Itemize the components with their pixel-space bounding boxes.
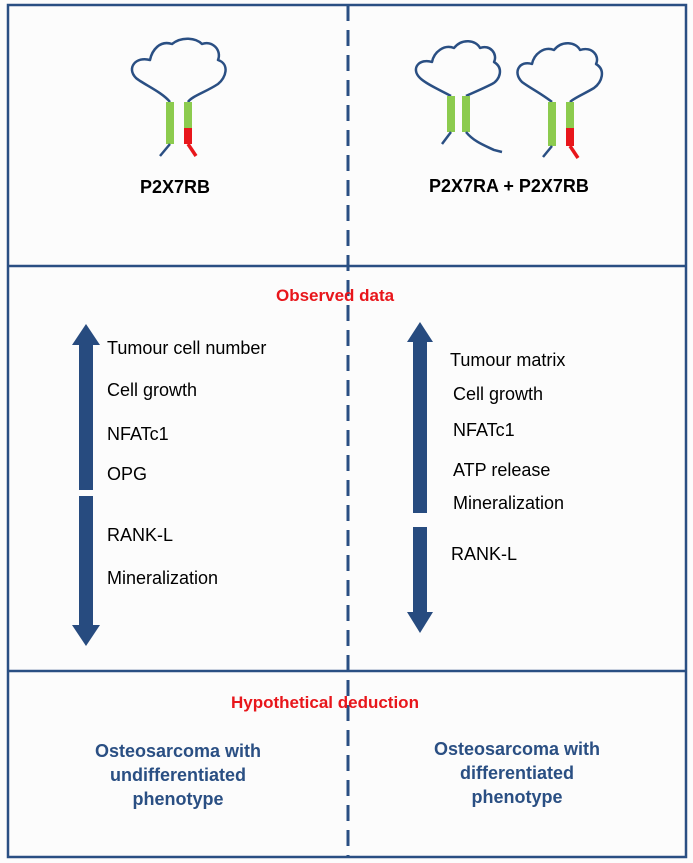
down-arrowhead <box>407 612 433 633</box>
hypothetical-deduction-heading: Hypothetical deduction <box>231 693 419 712</box>
up-arrow-shaft <box>79 344 93 490</box>
right-up-item: Mineralization <box>453 493 565 513</box>
observed-data-heading: Observed data <box>276 286 395 305</box>
c-terminal-tail <box>184 128 192 144</box>
p2x7ra-receptor-icon <box>414 40 503 154</box>
membrane-segment <box>566 102 574 128</box>
c-terminal-end <box>568 145 580 159</box>
left-up-item: Cell growth <box>107 380 198 400</box>
outcome-line: phenotype <box>132 789 224 809</box>
left-down-item: Mineralization <box>107 568 219 588</box>
right-up-item: Cell growth <box>453 384 544 404</box>
membrane-segment <box>548 102 556 146</box>
outcome-line: Osteosarcoma with <box>433 739 601 759</box>
left-receptor-label: P2X7RB <box>140 177 211 197</box>
n-terminal-tail <box>159 143 171 157</box>
right-up-item: NFATc1 <box>453 420 515 440</box>
left-up-down-arrow <box>72 324 100 646</box>
left-up-item: OPG <box>107 464 148 484</box>
p2x7rb-receptor-icon <box>130 37 227 157</box>
outcome-line: Osteosarcoma with <box>94 741 262 761</box>
membrane-segment <box>447 96 455 132</box>
down-arrow-shaft <box>79 496 93 626</box>
left-up-item: NFATc1 <box>107 424 169 444</box>
right-receptor-label: P2X7RA + P2X7RB <box>429 176 589 196</box>
left-up-item: Tumour cell number <box>107 338 267 358</box>
left-down-item: RANK-L <box>107 525 174 545</box>
right-up-item: Tumour matrix <box>450 350 566 370</box>
left-outcome-text: Osteosarcoma with undifferentiated pheno… <box>28 739 328 811</box>
extracellular-loop <box>414 40 502 98</box>
right-up-item: ATP release <box>453 460 551 480</box>
down-arrowhead <box>72 625 100 646</box>
c-terminal-end <box>186 143 198 157</box>
p2x7rb-receptor-icon-right <box>516 42 604 159</box>
outcome-line: differentiated <box>459 763 574 783</box>
c-terminal-tail <box>465 131 503 154</box>
extracellular-loop <box>516 42 604 103</box>
extracellular-loop <box>130 37 227 103</box>
right-down-item: RANK-L <box>451 544 518 564</box>
membrane-segment <box>184 102 192 128</box>
n-terminal-tail <box>542 145 553 158</box>
up-arrowhead <box>72 324 100 345</box>
membrane-segment <box>462 96 470 132</box>
down-arrow-shaft <box>413 527 427 613</box>
n-terminal-tail <box>441 131 452 145</box>
up-arrowhead <box>407 322 433 342</box>
right-up-down-arrow <box>407 322 433 633</box>
up-arrow-shaft <box>413 341 427 513</box>
c-terminal-tail <box>566 128 574 146</box>
right-outcome-text: Osteosarcoma with differentiated phenoty… <box>367 737 667 809</box>
outcome-line: phenotype <box>471 787 563 807</box>
outcome-line: undifferentiated <box>109 765 246 785</box>
membrane-segment <box>166 102 174 144</box>
